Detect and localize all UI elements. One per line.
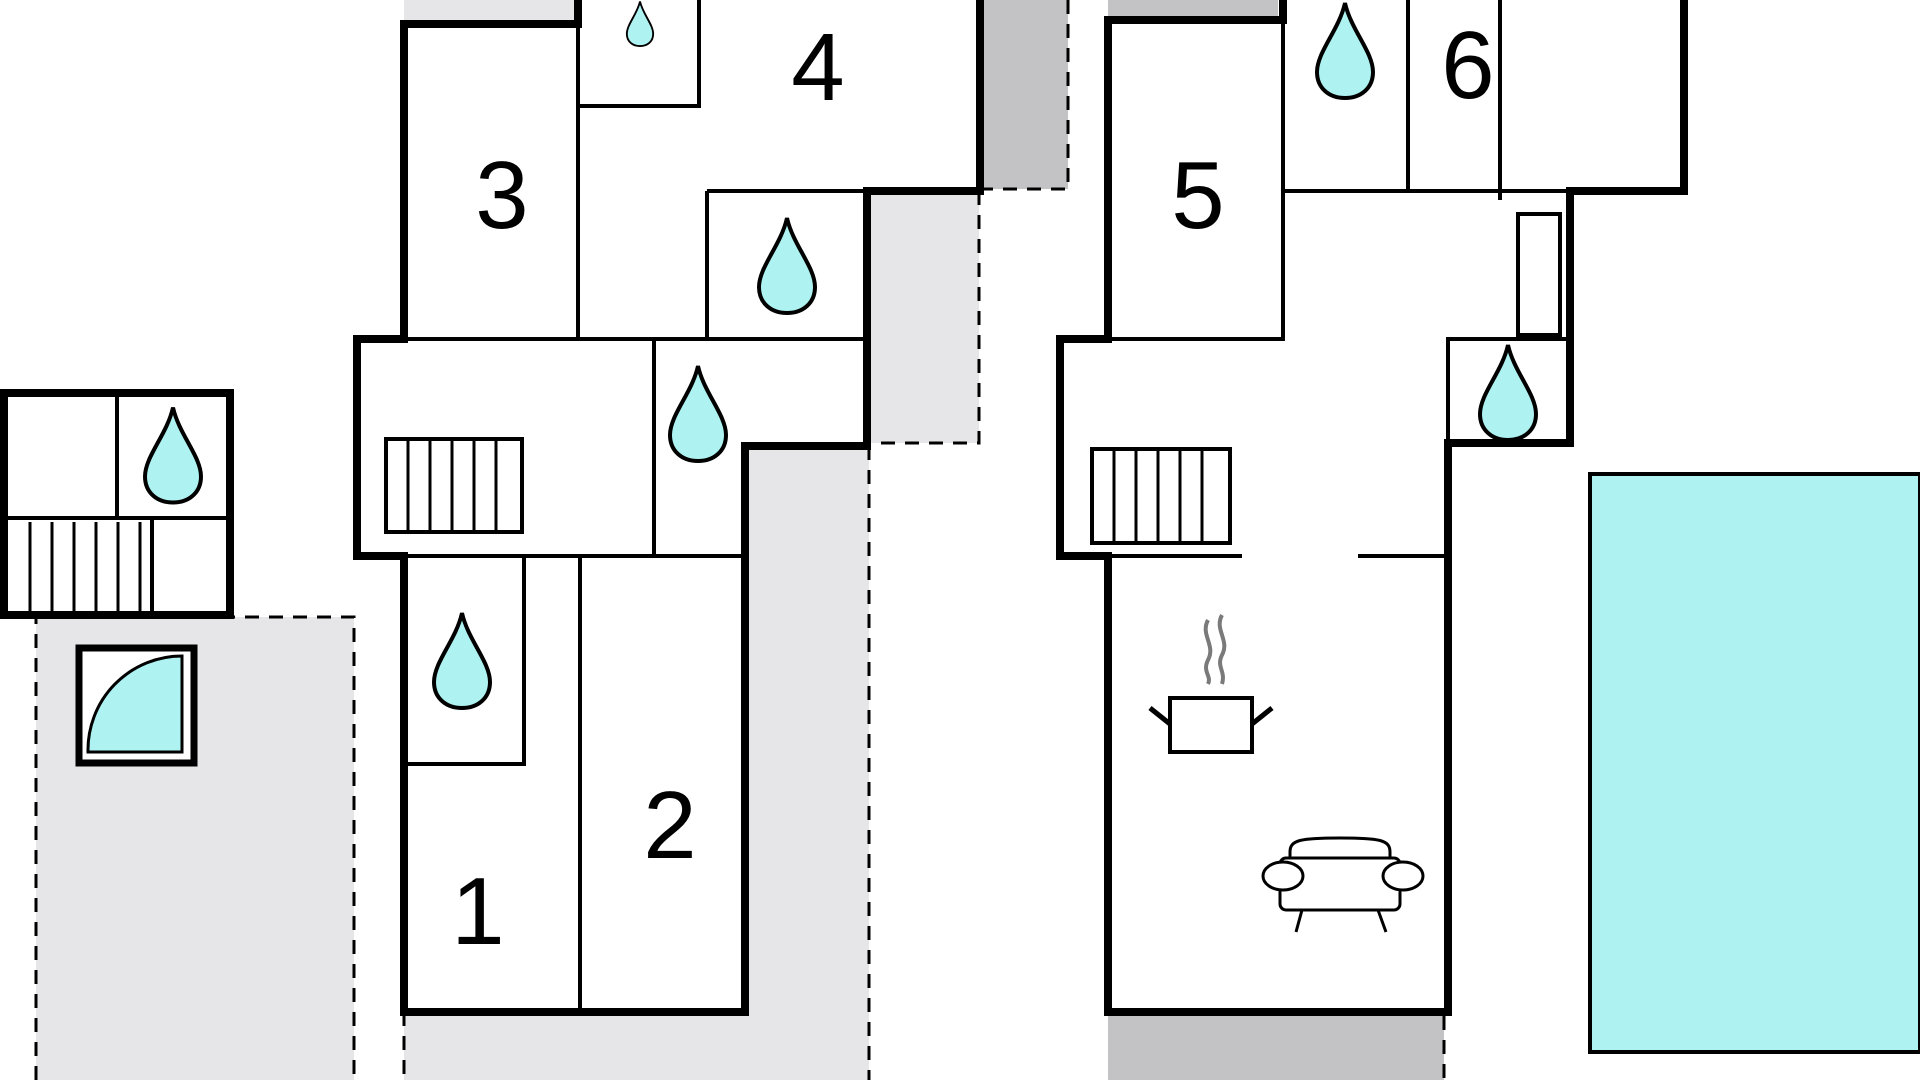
sofa-icon bbox=[1261, 836, 1425, 933]
building-left: 1 2 3 4 bbox=[353, 0, 984, 1016]
water-drop-icon bbox=[145, 408, 201, 503]
room-number-1: 1 bbox=[451, 858, 504, 965]
room-number-3: 3 bbox=[475, 142, 528, 249]
terrace-bottom-right bbox=[1108, 1016, 1444, 1080]
stairs-icon bbox=[384, 437, 524, 534]
pool bbox=[1588, 472, 1920, 1054]
room-number-5: 5 bbox=[1171, 142, 1224, 249]
shower-icon bbox=[75, 644, 198, 767]
building-right: 5 6 bbox=[1056, 0, 1688, 1016]
room-number-2: 2 bbox=[643, 772, 696, 879]
cooking-pot-icon bbox=[1148, 614, 1274, 754]
outbuilding bbox=[0, 389, 234, 619]
terrace-center-lower bbox=[404, 446, 869, 1080]
room-number-6: 6 bbox=[1441, 12, 1494, 119]
balcony-top-center bbox=[983, 0, 1068, 189]
stairs-icon bbox=[1090, 447, 1232, 545]
terrace-center-upper bbox=[869, 191, 979, 443]
stairs-icon bbox=[28, 522, 142, 611]
room-number-4: 4 bbox=[791, 14, 844, 121]
balcony-top-left bbox=[404, 0, 574, 20]
